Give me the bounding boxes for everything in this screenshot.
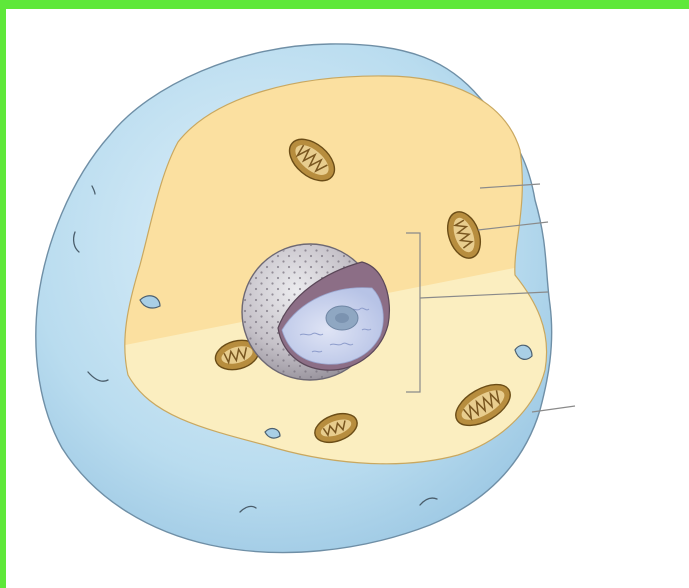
nucleolus-core	[335, 313, 349, 323]
